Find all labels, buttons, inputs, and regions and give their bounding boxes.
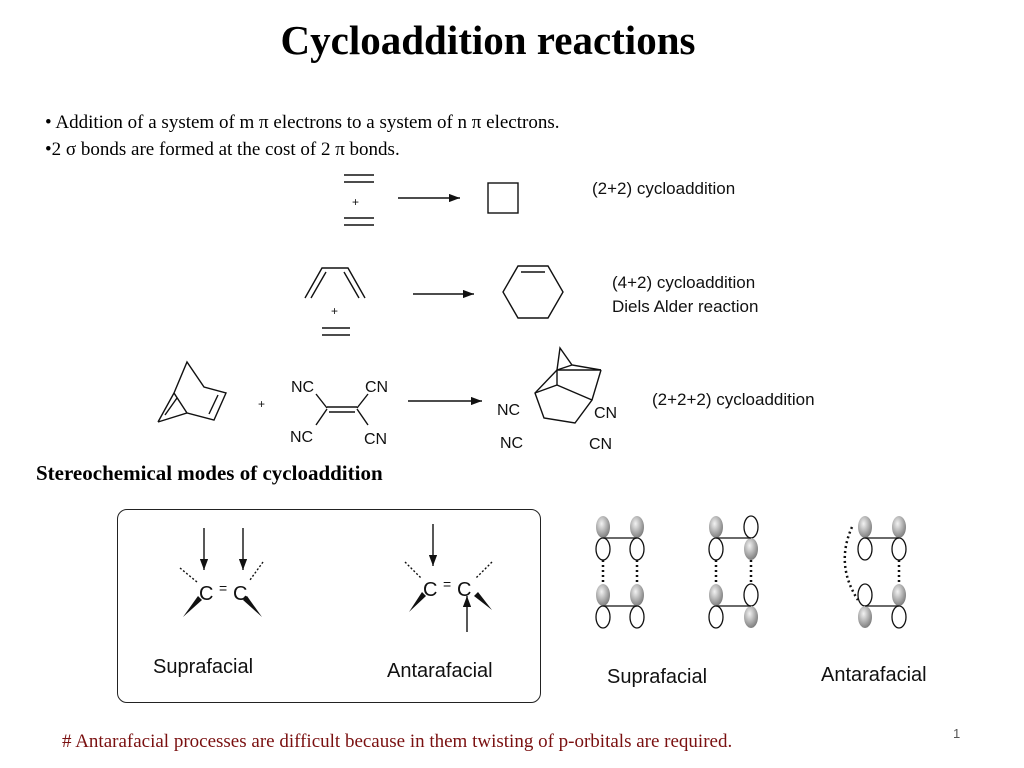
open-lobe	[595, 605, 611, 629]
shaded-lobe	[630, 516, 644, 538]
box-suprafacial-label: Suprafacial	[153, 656, 254, 678]
open-lobe	[708, 537, 724, 561]
nc-label: NC	[497, 402, 520, 419]
orbital-diagrams	[595, 515, 907, 629]
nc-label: NC	[291, 379, 314, 396]
cn-label: CN	[589, 436, 612, 453]
shaded-lobe	[596, 584, 610, 606]
carbon-label: C	[199, 583, 213, 605]
footnote: # Antarafacial processes are difficult b…	[62, 731, 733, 752]
double-bond: =	[443, 576, 451, 592]
open-lobe	[708, 605, 724, 629]
plus-3: +	[258, 397, 265, 411]
ethylene-2	[322, 327, 350, 336]
open-lobe	[857, 537, 873, 561]
shaded-lobe	[709, 516, 723, 538]
shaded-lobe	[858, 606, 872, 628]
bullet-2: •2 σ bonds are formed at the cost of 2 π…	[45, 139, 400, 160]
reaction-1-label: (2+2) cycloaddition	[592, 179, 736, 198]
nc-label: NC	[290, 429, 313, 446]
butadiene	[304, 267, 366, 299]
carbon-label: C	[423, 579, 437, 601]
shaded-lobe	[596, 516, 610, 538]
cn-label: CN	[365, 379, 388, 396]
open-lobe	[629, 605, 645, 629]
carbon-label: C	[457, 579, 471, 601]
reaction-2-label: (4+2) cycloaddition	[612, 273, 756, 292]
box-antarafacial-label: Antarafacial	[387, 660, 493, 682]
open-lobe	[891, 537, 907, 561]
orbital-suprafacial-label: Suprafacial	[607, 666, 708, 688]
plus-2: +	[331, 304, 338, 318]
cyclobutane	[487, 182, 519, 214]
plus-1: +	[352, 195, 359, 209]
nc-label: NC	[500, 435, 523, 452]
reaction-2-label2: Diels Alder reaction	[612, 297, 759, 316]
open-lobe	[743, 515, 759, 539]
twisted-forming-bond	[843, 526, 860, 601]
cn-label: CN	[364, 431, 387, 448]
shaded-lobe	[892, 584, 906, 606]
shaded-lobe	[630, 584, 644, 606]
shaded-lobe	[858, 516, 872, 538]
bullet-1: • Addition of a system of m π electrons …	[45, 112, 560, 133]
norbornadiene	[157, 360, 227, 423]
slide-title: Cycloaddition reactions	[280, 17, 696, 63]
deltacyclane-product	[534, 346, 602, 424]
orbital-antarafacial-label: Antarafacial	[821, 664, 927, 686]
open-lobe	[595, 537, 611, 561]
ethylene-top	[344, 174, 374, 183]
shaded-lobe	[892, 516, 906, 538]
cyclohexene	[502, 265, 564, 319]
shaded-lobe	[709, 584, 723, 606]
stereo-box	[117, 509, 541, 703]
open-lobe	[629, 537, 645, 561]
tetracyanoethylene	[315, 393, 369, 426]
cn-label: CN	[594, 405, 617, 422]
ethylene-bottom	[344, 217, 374, 226]
open-lobe	[743, 583, 759, 607]
page-number: 1	[953, 726, 961, 741]
double-bond: =	[219, 580, 227, 596]
shaded-lobe	[744, 606, 758, 628]
open-lobe	[891, 605, 907, 629]
carbon-label: C	[233, 583, 247, 605]
shaded-lobe	[744, 538, 758, 560]
stereo-heading: Stereochemical modes of cycloaddition	[36, 461, 383, 485]
open-lobe	[857, 583, 873, 607]
reaction-3-label: (2+2+2) cycloaddition	[652, 390, 815, 409]
